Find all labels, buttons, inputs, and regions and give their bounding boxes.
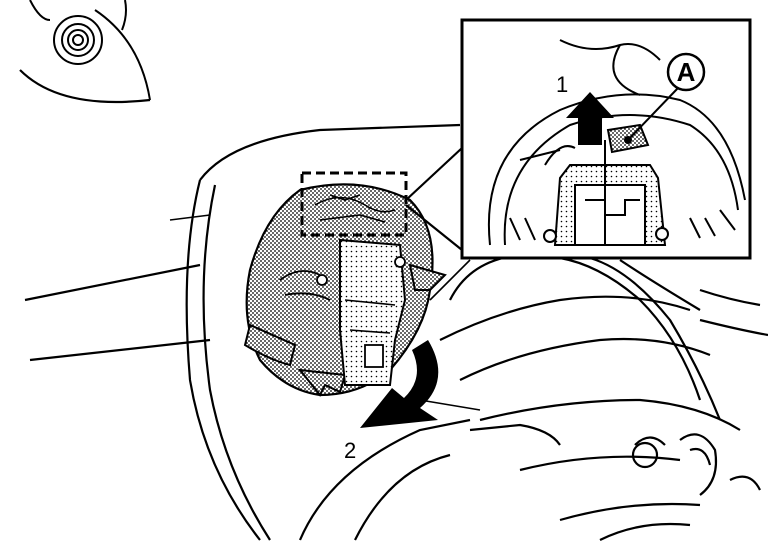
inset-leader-lines (405, 147, 463, 251)
bulb-socket-cap (243, 183, 447, 397)
vehicle-body-lines (19, 9, 768, 541)
callout-a-label: A (677, 57, 696, 87)
inset-detail-view (460, 18, 752, 260)
callout-circle-icon: A (666, 52, 706, 92)
step-1-label: 1 (556, 72, 568, 97)
strut-bolt-icon (29, 0, 127, 65)
step-2-label: 2 (344, 438, 356, 463)
detail-region-box (300, 171, 408, 237)
up-arrow-icon (566, 92, 614, 145)
curved-arrow-icon (360, 340, 439, 428)
detail-region-content (314, 194, 396, 223)
